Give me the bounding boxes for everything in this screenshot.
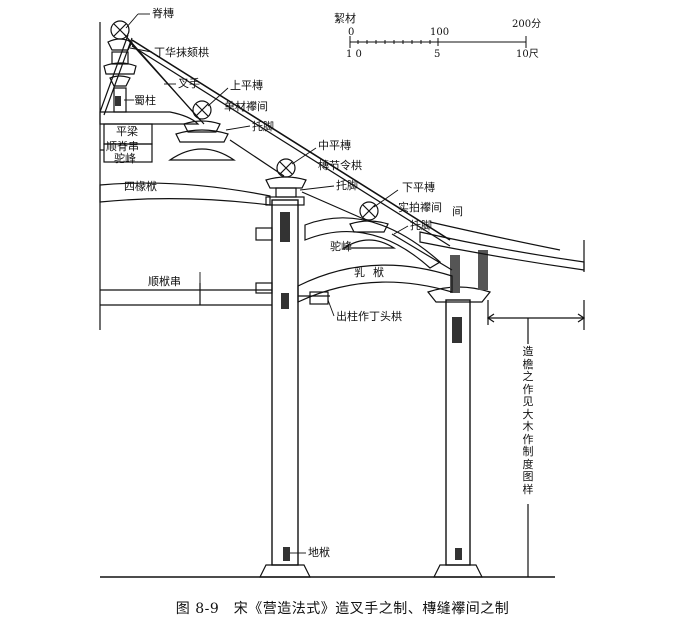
- label-shang-ping-tuan: 上平槫: [230, 79, 263, 92]
- scale-top-0: 0: [348, 27, 355, 38]
- label-tuo-jiao-1: 托脚: [252, 120, 274, 133]
- label-jian: 间: [452, 205, 463, 218]
- label-xia-ping-tuan: 下平槫: [402, 181, 435, 194]
- label-di-fu: 地栿: [308, 546, 330, 559]
- label-lin-ji-chuan: 顺脊串: [106, 140, 139, 153]
- scale-top-200: 200分: [512, 19, 542, 30]
- label-chashou: 叉手: [178, 77, 200, 90]
- label-ping-liang: 平梁: [116, 125, 138, 138]
- ridge-stack: [103, 20, 137, 113]
- scale-top-100: 100: [430, 27, 450, 38]
- label-tuo-feng: 驼峰: [330, 240, 352, 253]
- label-ru-fu: 乳栿: [354, 266, 392, 279]
- label-shun-fu-chuan: 顺栿串: [148, 275, 181, 288]
- label-tuo-jiao-3: 托脚: [410, 219, 432, 232]
- eave-column: [426, 250, 492, 578]
- label-tuo-jiao-2: 托脚: [336, 179, 358, 192]
- label-chu-zhu: 出柱作丁头栱: [336, 310, 402, 323]
- figure-caption: 图 8-9 宋《营造法式》造叉手之制、槫缝襻间之制: [175, 601, 510, 617]
- leader-lines: [124, 13, 409, 554]
- zhong-ping-tuan: [265, 158, 307, 198]
- label-shu-zhu: 蜀柱: [134, 94, 156, 107]
- label-dancai-xiangjian: 单材襻间: [224, 100, 268, 113]
- tuo-jiao-strut: [229, 139, 285, 177]
- xia-ping-tuan: [341, 201, 397, 249]
- label-zhong-ping-tuan: 中平槫: [318, 139, 351, 152]
- si-chuan-fu-beam: [99, 182, 271, 206]
- scale-bottom-0: 1 0: [346, 49, 362, 60]
- label-dinghua: 丁华抹颏栱: [154, 46, 209, 59]
- label-si-chuan-fu: 四椽栿: [124, 180, 157, 193]
- main-column: [255, 196, 311, 578]
- tuo-feng-arch: [304, 217, 442, 269]
- ru-fu-beam: [297, 264, 453, 303]
- rafter-line: [131, 39, 451, 241]
- shang-ping-tuan: [168, 100, 236, 161]
- eave-rafters: [419, 221, 585, 272]
- ping-liang-beam: [99, 111, 200, 125]
- scale-bottom-10: 10尺: [516, 49, 539, 60]
- scale-bar: [349, 36, 527, 48]
- label-vertical-note: 造檐之作见大木作制度图样: [522, 345, 534, 496]
- scale-bottom-5: 5: [434, 49, 441, 60]
- label-tuan-jie-ling-gong: 槫节令栱: [318, 159, 362, 172]
- label-ji-tuan: 脊槫: [152, 7, 174, 20]
- chashou-left: [99, 34, 129, 113]
- scale-title: 絜材: [334, 12, 356, 25]
- label-tuo-bo: 驼峰: [114, 152, 136, 165]
- label-shi-pai-xiangjian: 实拍襻间: [398, 201, 442, 214]
